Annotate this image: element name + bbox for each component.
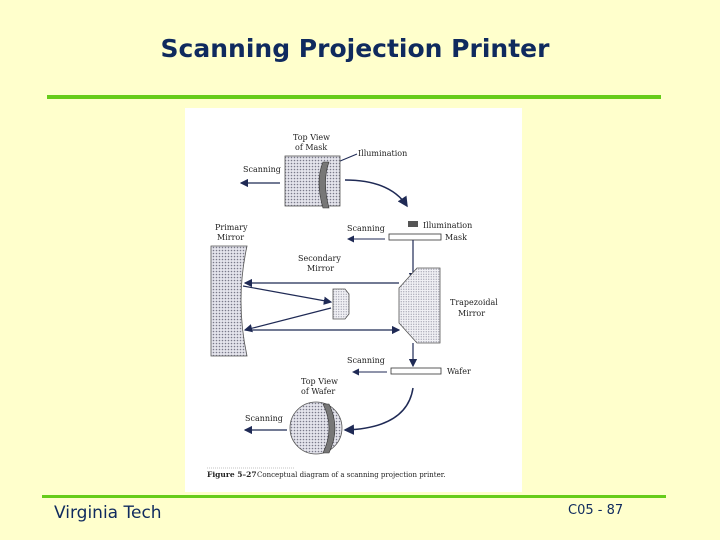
footer-divider xyxy=(42,495,666,498)
label-top-view-wafer-2: of Wafer xyxy=(301,387,335,396)
label-secondary-mirror-1: Secondary xyxy=(298,254,341,263)
figure-caption-number: Figure 5–27 xyxy=(207,470,257,479)
illumination-source xyxy=(408,221,418,227)
primary-mirror xyxy=(210,245,248,357)
label-wafer: Wafer xyxy=(447,367,471,376)
curved-arrow-mask xyxy=(344,179,408,208)
diagram-figure: Top View of Mask Illumination Scanning S… xyxy=(185,108,522,492)
label-primary-mirror-2: Mirror xyxy=(217,233,244,242)
label-illumination-top: Illumination xyxy=(358,149,407,158)
slide-number: C05 - 87 xyxy=(568,503,624,518)
label-scanning-2: Scanning xyxy=(347,224,385,233)
label-top-view-wafer-1: Top View xyxy=(301,377,338,386)
label-scanning-3: Scanning xyxy=(347,356,385,365)
wafer-illumination-slit xyxy=(322,403,336,454)
label-mask: Mask xyxy=(445,233,467,242)
footer-institution: Virginia Tech xyxy=(54,503,162,523)
diagram-svg: Top View of Mask Illumination Scanning S… xyxy=(207,133,498,479)
curved-arrow-wafer xyxy=(343,387,414,435)
slide-title: Scanning Projection Printer xyxy=(160,34,550,63)
label-illumination-2: Illumination xyxy=(423,221,472,230)
title-divider xyxy=(47,95,661,99)
label-primary-mirror-1: Primary xyxy=(215,223,248,232)
beam-to-primary-2 xyxy=(243,307,332,333)
label-secondary-mirror-2: Mirror xyxy=(307,264,334,273)
label-scanning-4: Scanning xyxy=(245,414,283,423)
label-scanning-1: Scanning xyxy=(243,165,281,174)
label-top-view-mask-2: of Mask xyxy=(295,143,327,152)
trapezoidal-mirror xyxy=(398,267,441,344)
beam-to-secondary xyxy=(242,285,333,305)
label-trapezoidal-mirror-2: Mirror xyxy=(458,309,485,318)
secondary-mirror xyxy=(332,288,350,320)
figure-caption-text: Conceptual diagram of a scanning project… xyxy=(257,471,446,479)
mask-illumination-slit xyxy=(318,161,330,209)
mask-side-view xyxy=(388,233,442,241)
mask-top-view xyxy=(284,155,341,207)
label-trapezoidal-mirror-1: Trapezoidal xyxy=(450,298,498,307)
wafer-side-view xyxy=(390,367,442,375)
label-top-view-mask-1: Top View xyxy=(293,133,330,142)
